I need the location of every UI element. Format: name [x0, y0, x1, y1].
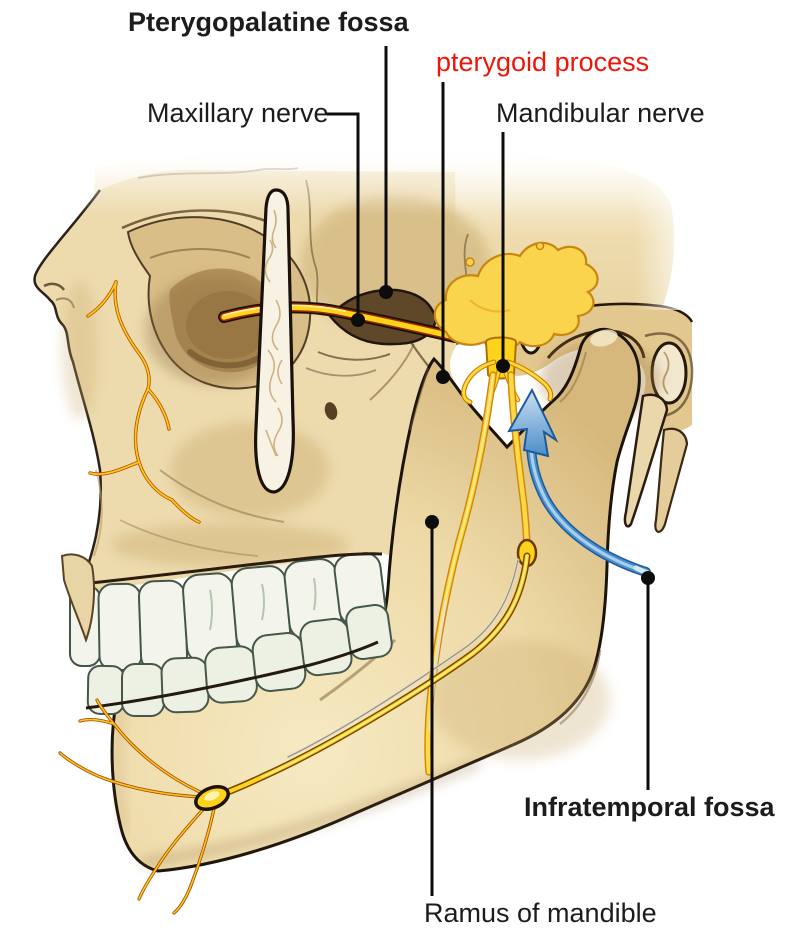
label-pterygoid-process: pterygoid process [436, 47, 650, 77]
infratemporal-arrow [507, 387, 655, 578]
leader-maxillary-nerve [327, 112, 360, 318]
zygomatic-arch-cut [254, 188, 295, 494]
right-fade [635, 150, 705, 310]
infraorbital-nerve [86, 280, 201, 524]
label-infratemporal-fossa: Infratemporal fossa [524, 792, 775, 822]
mental-nerve [58, 698, 230, 915]
styloid-process [623, 393, 689, 533]
gum-lines [60, 552, 383, 710]
label-mandibular-nerve: Mandibular nerve [496, 98, 705, 128]
leader-lines [327, 46, 655, 896]
inferior-alveolar-nerve [216, 552, 531, 799]
lower-teeth [86, 604, 393, 717]
mandible [110, 327, 641, 873]
nerve-splash-foramen-region [433, 241, 599, 351]
label-ramus-of-mandible: Ramus of mandible [424, 898, 657, 928]
label-pterygopalatine-fossa: Pterygopalatine fossa [128, 7, 409, 37]
label-maxillary-nerve: Maxillary nerve [147, 98, 329, 128]
mandibular-nerve-branches [424, 336, 554, 776]
